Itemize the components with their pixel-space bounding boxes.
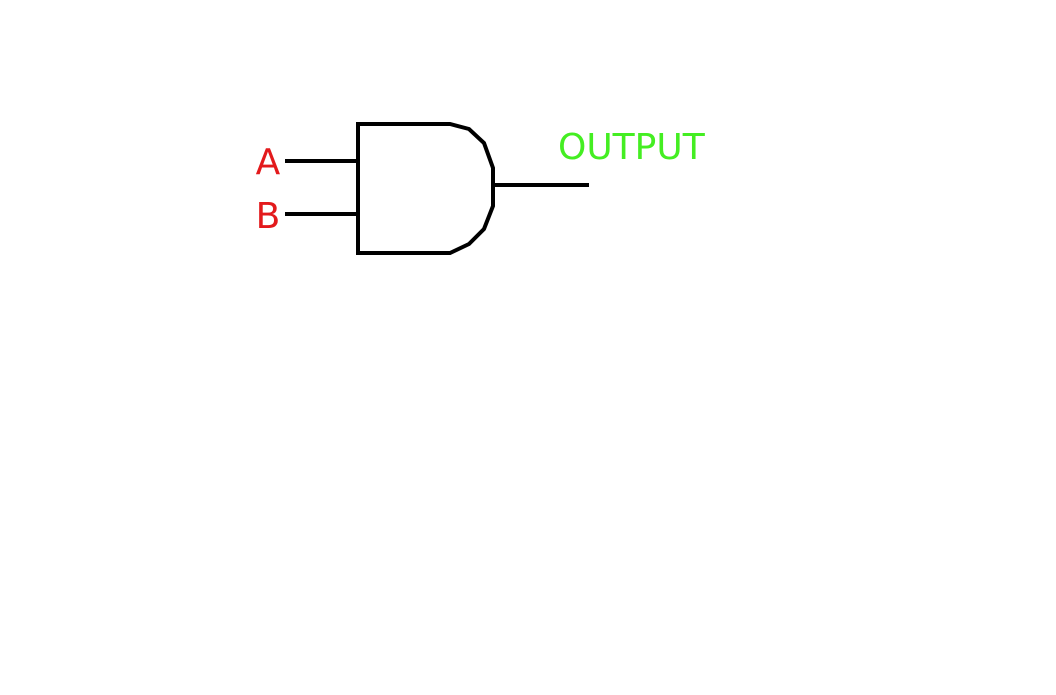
input-a-label: A bbox=[256, 142, 281, 183]
output-label: OUTPUT bbox=[558, 127, 706, 168]
and-gate-body bbox=[356, 122, 495, 255]
input-b-label: B bbox=[256, 196, 281, 237]
